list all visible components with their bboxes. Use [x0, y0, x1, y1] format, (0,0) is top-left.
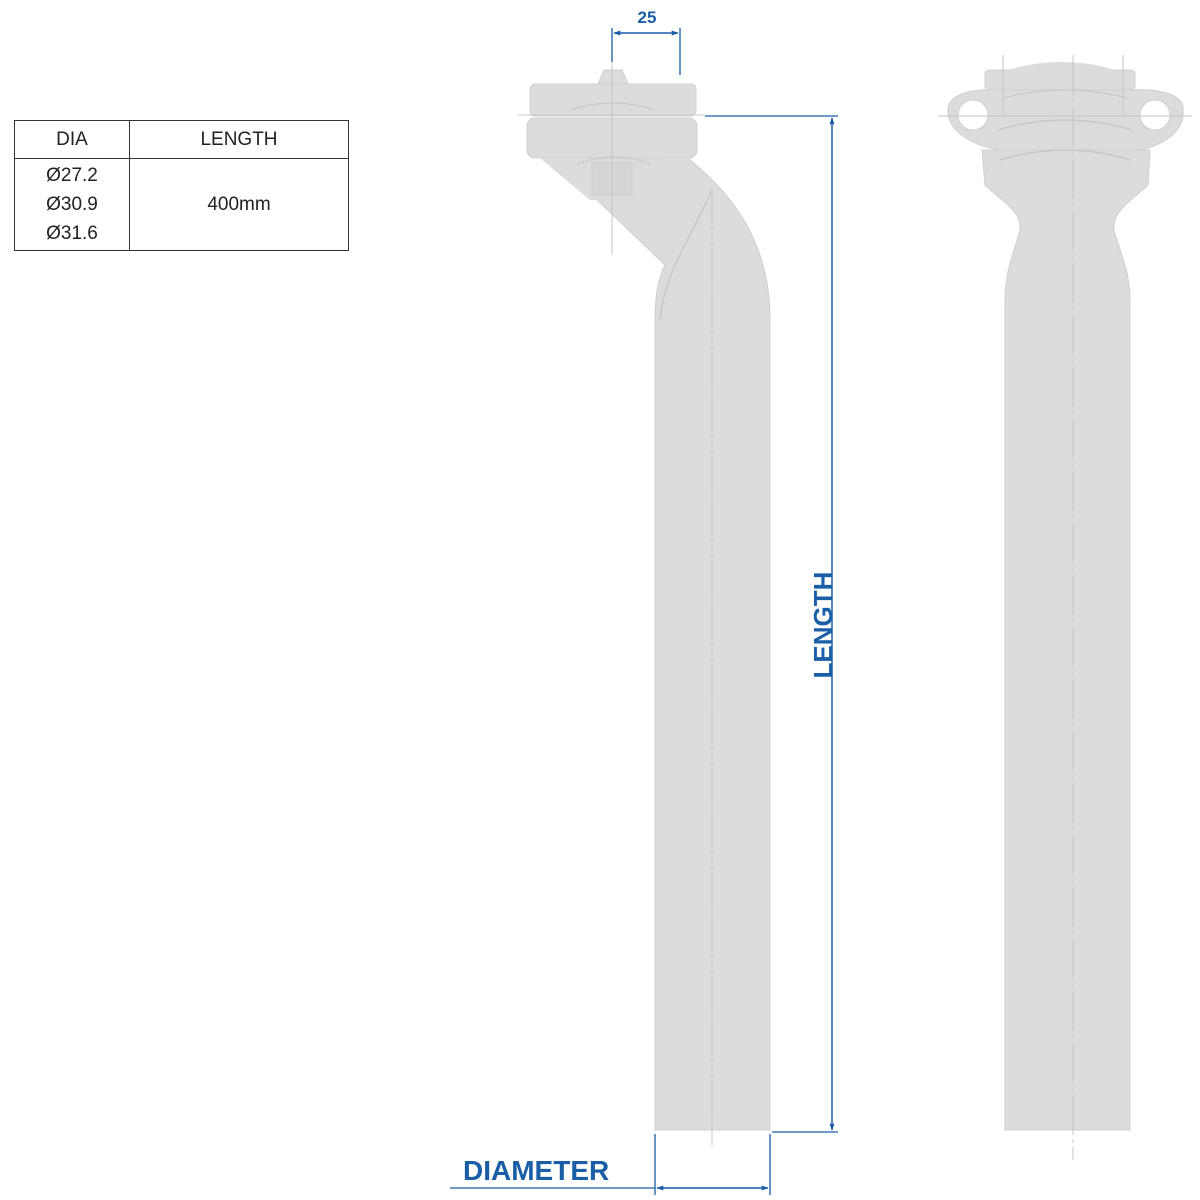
length-value: 400mm [129, 158, 349, 251]
setback-dimension: 25 [611, 8, 681, 75]
seatpost-tube-side [577, 139, 771, 1131]
diameter-value: Ø30.9 [46, 194, 98, 215]
spec-table-row: Ø27.2 Ø30.9 Ø31.6 400mm [14, 158, 349, 251]
spec-table: DIA LENGTH Ø27.2 Ø30.9 Ø31.6 400mm [14, 120, 349, 251]
spec-table-header: DIA LENGTH [14, 120, 349, 159]
length-label: LENGTH [808, 572, 838, 679]
diameter-dimension: DIAMETER [450, 1134, 771, 1195]
length-dimension: LENGTH [705, 115, 838, 1133]
length-header: LENGTH [129, 120, 349, 159]
setback-value: 25 [638, 8, 657, 27]
seatpost-front-view [938, 55, 1192, 1160]
seatpost-side-view [518, 60, 771, 1145]
diameter-value: Ø31.6 [46, 223, 98, 244]
diameter-label: DIAMETER [463, 1155, 609, 1186]
seatpost-tube-front [981, 149, 1151, 1131]
diameter-value: Ø27.2 [46, 165, 98, 186]
